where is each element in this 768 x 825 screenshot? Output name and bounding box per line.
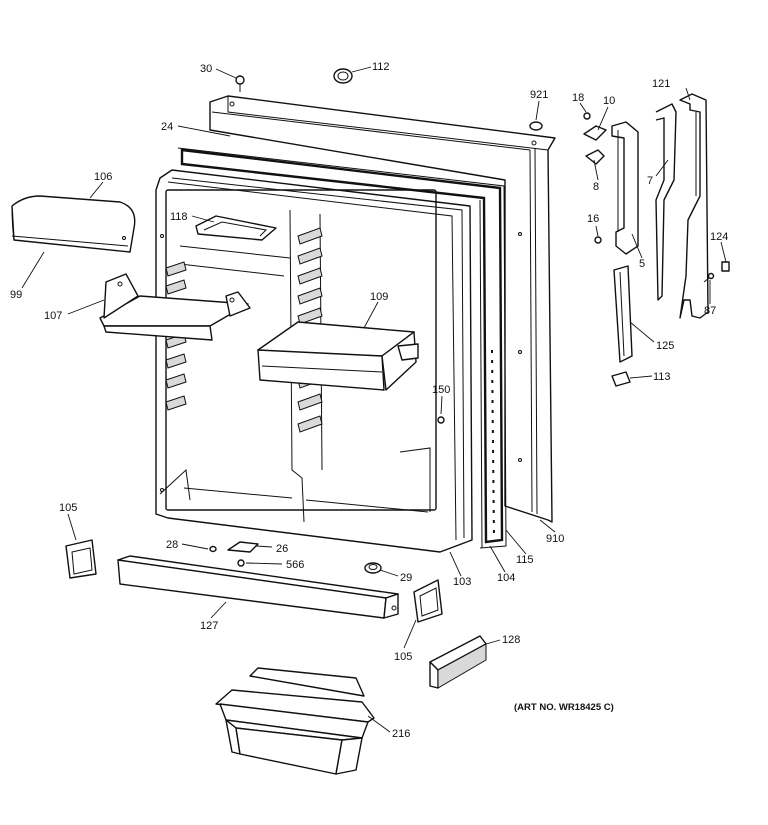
end-cap-105-right [413, 579, 443, 623]
callout-103: 103 [453, 576, 471, 588]
callout-30: 30 [200, 63, 212, 75]
bracket-10 [583, 125, 607, 141]
callout-105-right: 105 [394, 651, 412, 663]
outer-door-910 [209, 95, 556, 523]
screw-18 [583, 112, 591, 120]
plug-921 [529, 121, 543, 131]
rack-128 [429, 635, 487, 689]
callout-105-left: 105 [59, 502, 77, 514]
bin-118 [195, 215, 277, 241]
crisper-216 [215, 667, 375, 775]
bottom-trim-127 [117, 555, 399, 619]
screw-150 [437, 416, 445, 424]
bracket-26 [227, 541, 259, 553]
callout-121: 121 [652, 78, 670, 90]
shelf-ribs-left [165, 261, 187, 411]
screw-30 [235, 75, 245, 92]
callout-26: 26 [276, 543, 288, 555]
callout-87: 87 [704, 305, 716, 317]
callout-216: 216 [392, 728, 410, 740]
callout-109: 109 [370, 291, 388, 303]
callout-566: 566 [286, 559, 304, 571]
callout-150: 150 [432, 384, 450, 396]
hinge-121 [679, 93, 709, 319]
shelf-bin-109 [257, 321, 419, 391]
art-number: (ART NO. WR18425 C) [514, 702, 614, 713]
shelf-107 [99, 273, 251, 341]
callout-921: 921 [530, 89, 548, 101]
door-gasket [177, 147, 507, 549]
dairy-door-106 [11, 195, 136, 253]
callout-28: 28 [166, 539, 178, 551]
handle-5 [611, 121, 639, 255]
screw-87 [703, 272, 715, 283]
callout-8: 8 [593, 181, 599, 193]
trim-125 [613, 265, 633, 363]
screw-16 [594, 236, 602, 244]
callout-24: 24 [161, 121, 173, 133]
callout-18: 18 [572, 92, 584, 104]
cap-113 [611, 371, 631, 387]
callout-99: 99 [10, 289, 22, 301]
callout-106: 106 [94, 171, 112, 183]
hinge-7 [655, 103, 677, 301]
screw-566 [237, 559, 245, 567]
callout-16: 16 [587, 213, 599, 225]
leader-lines [21, 66, 727, 733]
callout-118: 118 [170, 211, 188, 223]
plug-29 [364, 562, 382, 574]
plug-112 [333, 68, 353, 84]
callout-107: 107 [44, 310, 62, 322]
callout-7: 7 [647, 175, 653, 187]
callout-113: 113 [653, 371, 671, 383]
callout-124: 124 [710, 231, 728, 243]
stud-28 [209, 545, 217, 553]
callout-910: 910 [546, 533, 564, 545]
callout-29: 29 [400, 572, 412, 584]
callout-127: 127 [200, 620, 218, 632]
end-cap-105-left [65, 539, 97, 579]
callout-104: 104 [497, 572, 515, 584]
cap-124 [721, 261, 730, 272]
callout-125: 125 [656, 340, 674, 352]
clip-8 [585, 149, 605, 165]
callout-labels: 30 112 24 921 18 10 121 8 7 16 5 124 87 … [10, 61, 728, 740]
callout-10: 10 [603, 95, 615, 107]
callout-115: 115 [516, 554, 534, 566]
callout-128: 128 [502, 634, 520, 646]
callout-5: 5 [639, 258, 645, 270]
callout-112: 112 [372, 61, 390, 73]
